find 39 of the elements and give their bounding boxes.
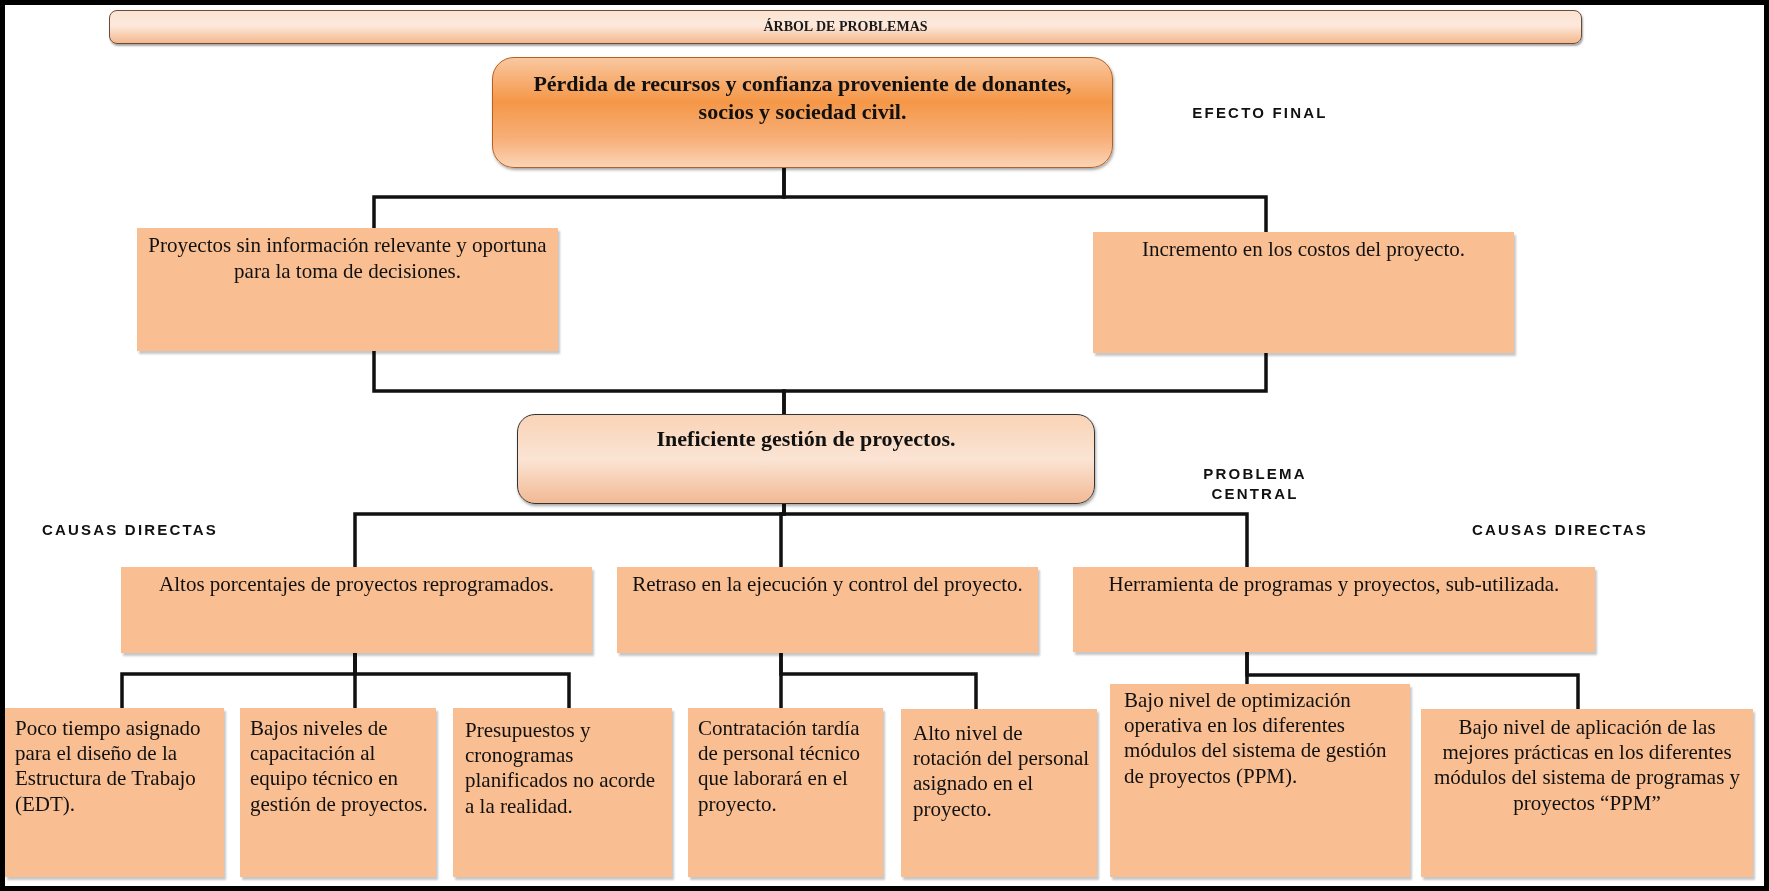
problem-box: [617, 567, 1038, 653]
title: ÁRBOL DE PROBLEMAS: [763, 19, 928, 35]
section-label: PROBLEMA CENTRAL: [1202, 464, 1308, 503]
box-text: Bajo nivel de optimización operativa en los diferentes módulos del sistema de gestión de proyectos (PPM).: [1124, 688, 1388, 789]
problem-box: [492, 57, 1113, 168]
section-label: CAUSAS DIRECTAS: [40, 520, 220, 540]
section-label: EFECTO FINAL: [1191, 103, 1329, 123]
box-text: Alto nivel de rotación del personal asignado en el proyecto.: [913, 721, 1091, 822]
box-text: Pérdida de recursos y confianza proveniente de donantes, socios y sociedad civil.: [532, 70, 1073, 125]
problem-box: [137, 228, 558, 351]
problem-box: [1421, 709, 1753, 877]
box-text: Bajos niveles de capacitación al equipo técnico en gestión de proyectos.: [250, 716, 429, 817]
box-text: Ineficiente gestión de proyectos.: [655, 425, 957, 453]
box-text: Herramienta de programas y proyectos, sub-utilizada.: [1107, 571, 1561, 598]
problem-box: [5, 708, 224, 877]
connector-line: [782, 504, 1249, 567]
box-text: Incremento en los costos del proyecto.: [1140, 236, 1467, 263]
problem-box: [517, 414, 1095, 504]
problem-box: [240, 708, 436, 877]
problem-box: [1110, 684, 1410, 877]
section-label: CAUSAS DIRECTAS: [1470, 520, 1650, 540]
problem-box: [453, 708, 672, 877]
box-text: Presupuestos y cronogramas planificados no acorde a la realidad.: [465, 718, 657, 819]
problem-box: [1093, 232, 1514, 353]
problem-box: [901, 709, 1097, 877]
box-text: Contratación tardía de personal técnico que laborará en el proyecto.: [698, 716, 862, 817]
connector-line: [353, 653, 571, 708]
connector-line: [1245, 652, 1580, 709]
connector-line: [779, 653, 978, 709]
box-text: Proyectos sin información relevante y oportuna para la toma de decisiones.: [147, 232, 548, 285]
box-text: Retraso en la ejecución y control del proyecto.: [631, 571, 1024, 598]
box-text: Altos porcentajes de proyectos reprogramados.: [158, 571, 555, 598]
box-text: Bajo nivel de aplicación de las mejores prácticas en los diferentes módulos del sistema de programas y proyectos “PPM”: [1432, 715, 1742, 816]
connector-line: [782, 168, 1268, 232]
problem-box: [121, 567, 592, 653]
box-text: Poco tiempo asignado para el diseño de la Estructura de Trabajo (EDT).: [15, 716, 202, 817]
problem-box: [1073, 567, 1595, 652]
connector-line: [782, 353, 1268, 414]
problem-box: [688, 708, 883, 877]
